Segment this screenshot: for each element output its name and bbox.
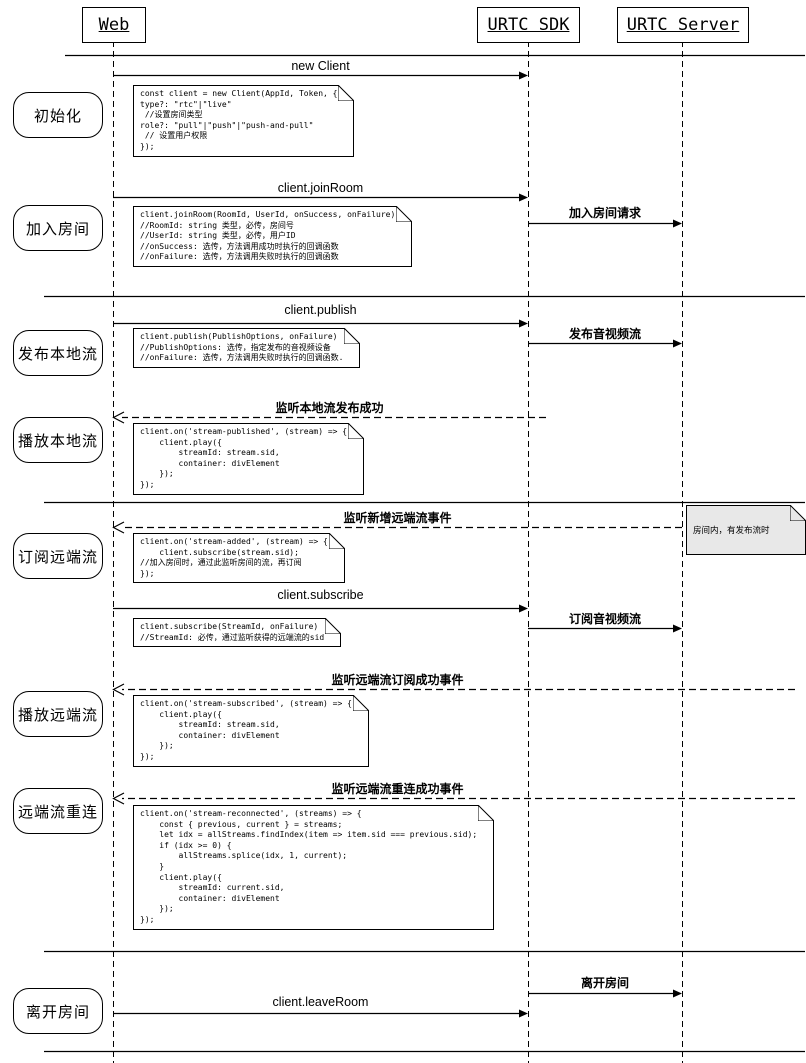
note-stream-added-code-text: client.on('stream-added', (stream) => { … [140,537,328,578]
note-server-hint-text: 房间内，有发布流时 [693,526,770,536]
message-label-publish-stream: 发布音视频流 [568,327,641,341]
message-label-leave-room-request: 离开房间 [580,976,629,990]
note-fold-icon [478,805,495,821]
note-join-room-code: client.joinRoom(RoomId, UserId, onSucces… [133,206,413,267]
note-server-hint: 房间内，有发布流时 [686,505,806,555]
message-label-listen-stream-added: 监听新增远端流事件 [343,511,452,525]
phase-play-local-stream: 播放本地流 [13,417,103,463]
note-fold-icon [338,85,355,101]
actor-web: Web [82,7,146,43]
note-fold-icon [325,618,342,634]
phase-leave-room: 离开房间 [13,988,103,1034]
note-init-code: const client = new Client(AppId, Token, … [133,85,355,157]
note-stream-added-code: client.on('stream-added', (stream) => { … [133,533,345,584]
actor-web-label: Web [98,15,130,35]
arrowhead-leave-room-request [673,989,682,998]
arrowhead-subscribe-stream [673,624,682,633]
arrowhead-publish [519,319,528,328]
note-fold-icon [348,423,365,439]
phase-remote-stream-reconnect: 远端流重连 [13,788,103,834]
arrowhead-listen-stream-added [112,521,125,534]
note-publish-code-text: client.publish(PublishOptions, onFailure… [140,332,344,363]
note-fold-icon [790,505,806,521]
arrowhead-listen-stream-reconnected [112,792,125,805]
note-publish-code: client.publish(PublishOptions, onFailure… [133,328,361,368]
message-label-join-room-request: 加入房间请求 [568,206,641,220]
arrowhead-leave-room [519,1009,528,1018]
note-reconnect-code-text: client.on('stream-reconnected', (streams… [140,809,478,924]
message-label-subscribe-stream: 订阅音视频流 [568,612,641,626]
phase-publish-local-stream: 发布本地流 [13,330,103,376]
phase-subscribe-remote-stream: 订阅远端流 [13,533,103,579]
message-label-join-room: client.joinRoom [277,181,364,195]
arrowhead-join-room [519,193,528,202]
note-fold-icon [344,328,361,344]
message-label-leave-room: client.leaveRoom [272,995,369,1009]
note-fold-icon [396,206,413,222]
note-fold-icon [328,533,345,549]
actor-urtc-server-label: URTC Server [626,15,740,35]
actor-urtc-sdk-label: URTC SDK [487,15,570,35]
arrowhead-listen-local-published [112,411,125,424]
message-label-listen-stream-subscribed: 监听远端流订阅成功事件 [331,673,464,687]
arrowhead-listen-stream-subscribed [112,683,125,696]
note-play-local-code-text: client.on('stream-published', (stream) =… [140,427,348,489]
note-subscribe-code-text: client.subscribe(StreamId, onFailure) //… [140,622,325,642]
note-reconnect-code: client.on('stream-reconnected', (streams… [133,805,495,930]
note-subscribe-code: client.subscribe(StreamId, onFailure) //… [133,618,342,648]
arrowhead-new-client [519,71,528,80]
phase-join-room: 加入房间 [13,205,103,251]
note-join-room-code-text: client.joinRoom(RoomId, UserId, onSucces… [140,210,396,262]
message-label-subscribe: client.subscribe [277,588,364,602]
message-label-publish: client.publish [284,303,357,317]
message-label-listen-stream-reconnected: 监听远端流重连成功事件 [331,782,464,796]
message-label-listen-local-published: 监听本地流发布成功 [275,401,384,415]
phase-play-remote-stream: 播放远端流 [13,691,103,737]
arrowhead-publish-stream [673,339,682,348]
arrowhead-join-room-request [673,219,682,228]
actor-urtc-sdk: URTC SDK [477,7,580,43]
message-label-new-client: new Client [291,59,350,73]
actor-urtc-server: URTC Server [617,7,749,43]
phase-init: 初始化 [13,92,103,138]
note-play-remote-code: client.on('stream-subscribed', (stream) … [133,695,369,767]
note-fold-icon [352,695,369,711]
note-init-code-text: const client = new Client(AppId, Token, … [140,89,338,151]
note-play-local-code: client.on('stream-published', (stream) =… [133,423,365,495]
arrowhead-subscribe [519,604,528,613]
note-play-remote-code-text: client.on('stream-subscribed', (stream) … [140,699,352,761]
